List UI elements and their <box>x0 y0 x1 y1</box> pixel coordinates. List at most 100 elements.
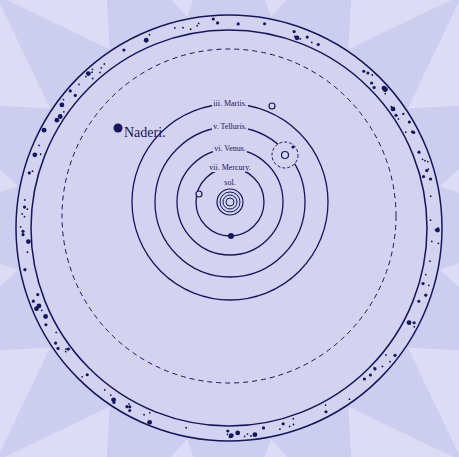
star-dot <box>407 320 412 325</box>
star-dot <box>369 373 372 376</box>
star-dot <box>104 389 106 391</box>
star-dot <box>41 310 43 312</box>
star-dot <box>373 86 375 88</box>
star-dot <box>56 347 59 350</box>
star-dot <box>413 321 416 324</box>
star-dot <box>317 43 320 46</box>
star-dot <box>58 114 63 119</box>
star-dot <box>21 233 24 236</box>
star-dot <box>429 260 431 262</box>
star-dot <box>23 205 26 208</box>
star-dot <box>324 410 327 413</box>
star-dot <box>27 251 29 253</box>
star-dot <box>227 433 229 435</box>
star-dot <box>229 433 234 438</box>
venus-planet <box>196 191 202 197</box>
sun-ring <box>217 189 243 215</box>
mercury-orbit <box>196 168 264 236</box>
star-dot <box>293 30 296 33</box>
star-dot <box>32 152 37 157</box>
star-dot <box>86 71 91 76</box>
star-dot <box>24 199 26 201</box>
star-dot <box>437 242 439 244</box>
star-dot <box>128 409 131 412</box>
naderi-orbit <box>62 49 396 383</box>
star-dot <box>40 153 42 155</box>
star-dot <box>55 332 57 334</box>
star-dot <box>144 38 149 43</box>
star-dot <box>412 131 415 134</box>
star-dot <box>185 427 187 429</box>
star-dot <box>42 128 47 133</box>
star-dot <box>425 274 427 276</box>
star-dot <box>32 300 35 303</box>
star-dot <box>149 34 151 36</box>
mars-planet <box>269 103 275 109</box>
star-dot <box>366 71 369 74</box>
star-dot <box>398 118 400 120</box>
star-dot <box>86 373 89 376</box>
star-dot <box>383 87 388 92</box>
star-dot <box>295 35 300 40</box>
fixed-stars <box>20 17 440 438</box>
star-dot <box>28 171 31 174</box>
star-dot <box>100 67 102 69</box>
star-dot <box>196 25 198 27</box>
star-dot <box>430 195 432 197</box>
star-dot <box>78 84 80 86</box>
star-dot <box>99 71 101 73</box>
star-dot <box>235 431 240 436</box>
sun-ring <box>226 198 234 206</box>
outer-sphere <box>16 15 442 441</box>
star-dot <box>36 293 39 296</box>
star-dot <box>389 361 391 363</box>
star-dot <box>382 366 384 368</box>
star-dot <box>69 89 72 92</box>
mercury-planet <box>228 233 234 239</box>
star-dot <box>149 412 151 414</box>
orbit-label: iii. Martis. <box>212 100 248 108</box>
star-dot <box>65 351 67 353</box>
naderi-planet <box>114 124 123 133</box>
star-dot <box>92 68 94 70</box>
star-dot <box>417 300 420 303</box>
star-dot <box>391 107 396 112</box>
star-dot <box>74 94 77 97</box>
star-dot <box>435 228 440 233</box>
star-dot <box>362 70 365 73</box>
star-dot <box>81 376 83 378</box>
star-dot <box>263 22 266 25</box>
star-dot <box>294 36 296 38</box>
star-dot <box>428 284 430 286</box>
orbit-label: vi. Venus. <box>213 145 247 153</box>
star-dot <box>279 428 281 430</box>
star-dot <box>91 71 93 73</box>
star-dot <box>402 113 404 115</box>
star-dot <box>427 161 429 163</box>
star-dot <box>67 347 70 350</box>
star-dot <box>190 28 192 30</box>
star-dot <box>250 435 252 437</box>
star-dot <box>37 304 42 309</box>
star-dot <box>421 282 424 285</box>
star-dot <box>325 404 327 406</box>
star-dot <box>21 230 24 233</box>
star-dot <box>413 326 415 328</box>
star-dot <box>292 418 294 420</box>
star-dot <box>384 93 386 95</box>
star-dot <box>422 158 424 160</box>
star-dot <box>54 342 57 345</box>
star-dot <box>373 367 375 369</box>
star-dot <box>425 169 428 172</box>
star-dot <box>311 42 313 44</box>
star-dot <box>405 131 407 133</box>
star-dot <box>373 367 376 370</box>
star-dot <box>430 219 432 221</box>
star-dot <box>103 63 105 65</box>
star-dot <box>85 76 87 78</box>
sun-label: sol. <box>223 179 236 187</box>
sun-ring <box>220 192 240 212</box>
star-dot <box>393 354 396 357</box>
star-dot <box>262 426 265 429</box>
